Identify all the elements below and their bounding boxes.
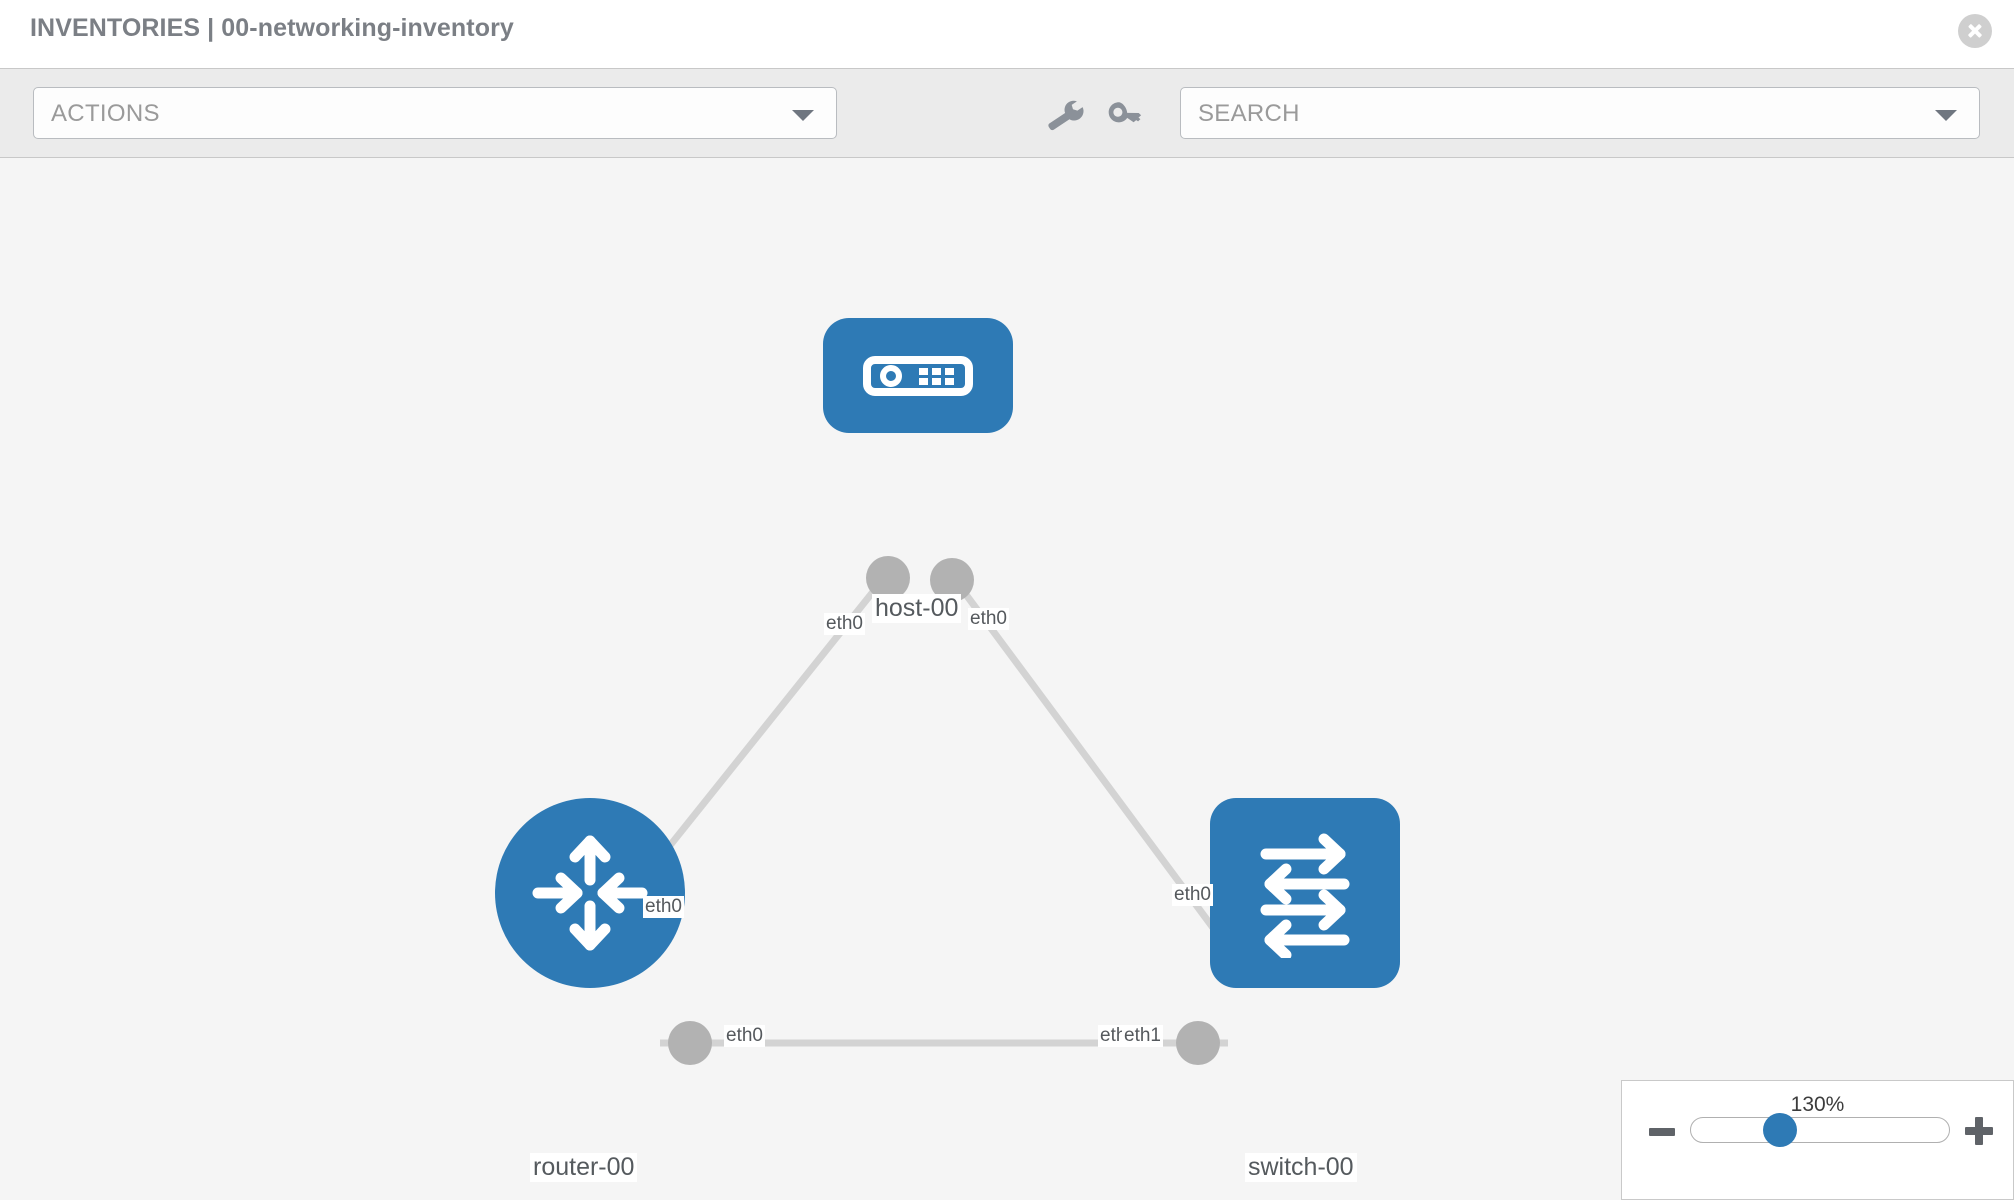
interface-label: eth0 bbox=[724, 1025, 765, 1047]
minus-icon[interactable] bbox=[1649, 1128, 1675, 1136]
interface-label: eth0 bbox=[1172, 884, 1213, 906]
actions-dropdown[interactable]: ACTIONS bbox=[33, 87, 837, 139]
zoom-slider-thumb[interactable] bbox=[1763, 1113, 1797, 1147]
topology-canvas[interactable]: host-00 router-00 bbox=[0, 158, 2014, 1200]
chevron-down-icon bbox=[792, 110, 814, 121]
server-icon[interactable] bbox=[823, 318, 1013, 433]
connector-nub bbox=[866, 556, 910, 600]
interface-label: eth0 bbox=[643, 896, 684, 918]
switch-arrows-icon[interactable] bbox=[1210, 798, 1400, 988]
close-icon[interactable] bbox=[1958, 14, 1992, 48]
interface-label: eth bbox=[1098, 1025, 1129, 1047]
connector-nub bbox=[668, 1021, 712, 1065]
actions-dropdown-label: ACTIONS bbox=[51, 100, 160, 127]
key-icon[interactable] bbox=[1105, 99, 1147, 131]
connector-nub bbox=[1176, 1021, 1220, 1065]
toolbar: ACTIONS SEARCH bbox=[0, 68, 2014, 158]
search-input[interactable]: SEARCH bbox=[1180, 87, 1980, 139]
node-label-router-00: router-00 bbox=[530, 1153, 638, 1182]
connector-nub bbox=[930, 558, 974, 602]
plus-icon[interactable] bbox=[1965, 1117, 1993, 1145]
node-label-switch-00: switch-00 bbox=[1245, 1153, 1357, 1182]
chevron-down-icon bbox=[1935, 110, 1957, 121]
zoom-slider[interactable] bbox=[1690, 1117, 1950, 1143]
page-header: INVENTORIES | 00-networking-inventory bbox=[0, 0, 2014, 68]
topology-links bbox=[657, 556, 1254, 1065]
interface-label: eth0 bbox=[968, 608, 1009, 630]
page-title: INVENTORIES | 00-networking-inventory bbox=[30, 14, 514, 42]
zoom-level-value: 130% bbox=[1790, 1093, 1845, 1116]
interface-label: eth0 bbox=[824, 613, 865, 635]
router-arrows-icon[interactable] bbox=[495, 798, 685, 988]
wrench-icon[interactable] bbox=[1043, 99, 1085, 131]
interface-label: eth1 bbox=[1122, 1025, 1163, 1047]
node-label-host-00: host-00 bbox=[872, 594, 962, 623]
zoom-control-panel: 130% bbox=[1621, 1080, 2014, 1200]
search-placeholder: SEARCH bbox=[1198, 100, 1300, 127]
